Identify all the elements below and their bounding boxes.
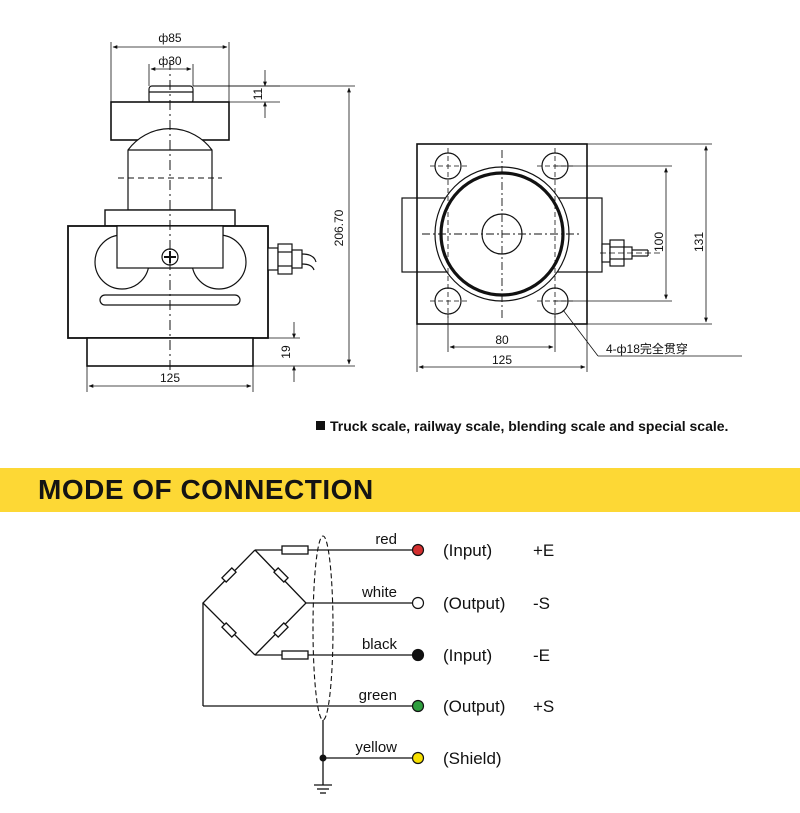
wire-signal-label: (Output) (443, 594, 505, 613)
wiring-diagram (202, 535, 418, 794)
dim-width: 125 (492, 353, 512, 367)
bullet-icon (316, 421, 325, 430)
terminal-dot-yellow (411, 751, 425, 765)
wire-code-label: +E (533, 541, 554, 560)
section-title: MODE OF CONNECTION (38, 474, 374, 505)
wire-color-label: yellow (355, 739, 397, 756)
wire-signal-label: (Shield) (443, 749, 502, 768)
hole-note: 4-ф18完全贯穿 (606, 341, 688, 356)
dim-inner-height: 100 (652, 232, 666, 252)
wire-color-label: green (359, 687, 397, 704)
wire-color-label: black (362, 636, 398, 653)
dim-hole-spacing: 80 (495, 333, 509, 347)
wiring-legend: red (Input) +E white (Output) -S black (Input) -… (355, 531, 554, 768)
dim-total-height: 206.70 (332, 209, 346, 246)
dim-top-inner: ф30 (158, 54, 182, 68)
side-view-drawing (67, 42, 355, 392)
wire-color-label: red (375, 531, 397, 548)
application-caption: Truck scale, railway scale, blending sca… (316, 418, 728, 434)
dim-base-width: 125 (160, 371, 180, 385)
wire-signal-label: (Input) (443, 541, 492, 560)
dim-outer-height: 131 (692, 232, 706, 252)
terminal-dot-green (411, 699, 425, 713)
dim-base-height: 19 (279, 345, 293, 359)
dim-top-outer: ф85 (158, 31, 182, 45)
wire-color-label: white (361, 584, 397, 601)
terminal-dot-white (411, 596, 425, 610)
terminal-dot-red (411, 543, 425, 557)
wire-signal-label: (Output) (443, 697, 505, 716)
section-banner: MODE OF CONNECTION (0, 468, 800, 512)
wire-code-label: +S (533, 697, 554, 716)
wire-code-label: -E (533, 646, 550, 665)
caption-text: Truck scale, railway scale, blending sca… (330, 418, 729, 434)
wire-signal-label: (Input) (443, 646, 492, 665)
terminal-dot-black (411, 648, 425, 662)
shield-junction (319, 754, 327, 762)
dim-cap-height: 11 (251, 87, 265, 100)
top-view-drawing (401, 143, 742, 372)
wire-code-label: -S (533, 594, 550, 613)
